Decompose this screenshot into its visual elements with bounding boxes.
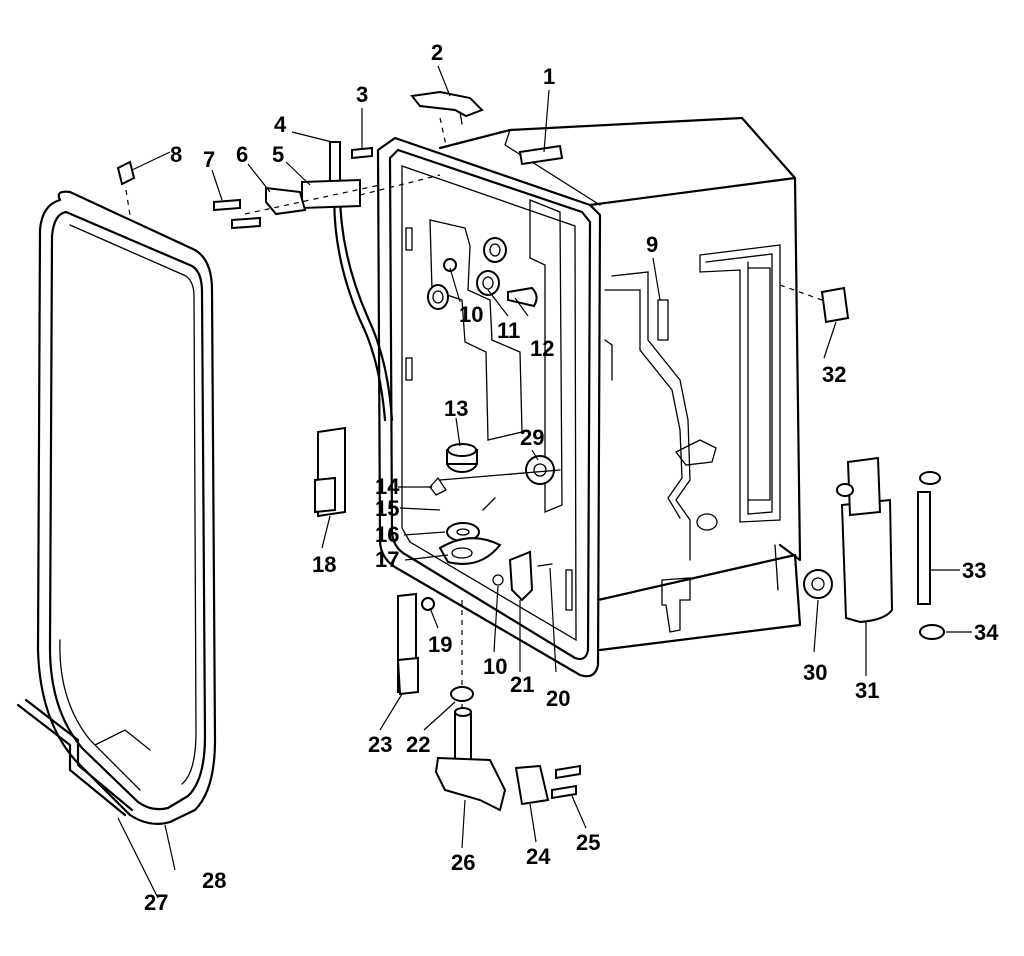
- callout-19: 19: [428, 632, 452, 657]
- callout-10a: 10: [459, 302, 483, 327]
- leader-lines: [117, 65, 972, 899]
- tub-inner-opening: [405, 199, 573, 611]
- callout-3: 3: [356, 82, 368, 107]
- callout-9: 9: [646, 232, 658, 257]
- top-parts: [410, 90, 564, 166]
- callout-labels: 1 2 3 4 5 6 7 8 9 10 10 11 12 13 14 15 1…: [144, 40, 999, 915]
- callout-20: 20: [546, 686, 570, 711]
- callout-29: 29: [520, 425, 544, 450]
- tub-front-frame: [376, 136, 602, 678]
- callout-30: 30: [803, 660, 827, 685]
- callout-31: 31: [855, 678, 879, 703]
- callout-10b: 10: [483, 654, 507, 679]
- tub-components: [427, 237, 561, 602]
- callout-5: 5: [272, 142, 284, 167]
- callout-23: 23: [368, 732, 392, 757]
- right-parts: [779, 284, 945, 640]
- callout-26: 26: [451, 850, 475, 875]
- callout-16: 16: [375, 522, 399, 547]
- callout-33: 33: [962, 558, 986, 583]
- callout-7: 7: [203, 147, 215, 172]
- callout-14: 14: [375, 474, 400, 499]
- callout-15: 15: [375, 496, 399, 521]
- callout-27: 27: [144, 890, 168, 915]
- callout-13: 13: [444, 396, 468, 421]
- callout-6: 6: [236, 142, 248, 167]
- callout-12: 12: [530, 336, 554, 361]
- callout-22: 22: [406, 732, 430, 757]
- callout-8: 8: [170, 142, 182, 167]
- bottom-parts: [434, 600, 581, 812]
- callout-2: 2: [431, 40, 443, 65]
- callout-32: 32: [822, 362, 846, 387]
- door-gasket: [36, 190, 217, 825]
- door-rod: [16, 698, 151, 817]
- hinge-parts: [116, 141, 441, 422]
- callout-34: 34: [974, 620, 999, 645]
- callout-18: 18: [312, 552, 336, 577]
- side-brackets: [314, 426, 435, 696]
- callout-21: 21: [510, 672, 534, 697]
- callout-24: 24: [526, 844, 551, 869]
- cabinet-body: [438, 116, 802, 652]
- callout-1: 1: [543, 64, 555, 89]
- callout-28: 28: [202, 868, 226, 893]
- callout-4: 4: [274, 112, 287, 137]
- callout-11: 11: [497, 318, 520, 343]
- callout-17: 17: [375, 547, 399, 572]
- callout-25: 25: [576, 830, 600, 855]
